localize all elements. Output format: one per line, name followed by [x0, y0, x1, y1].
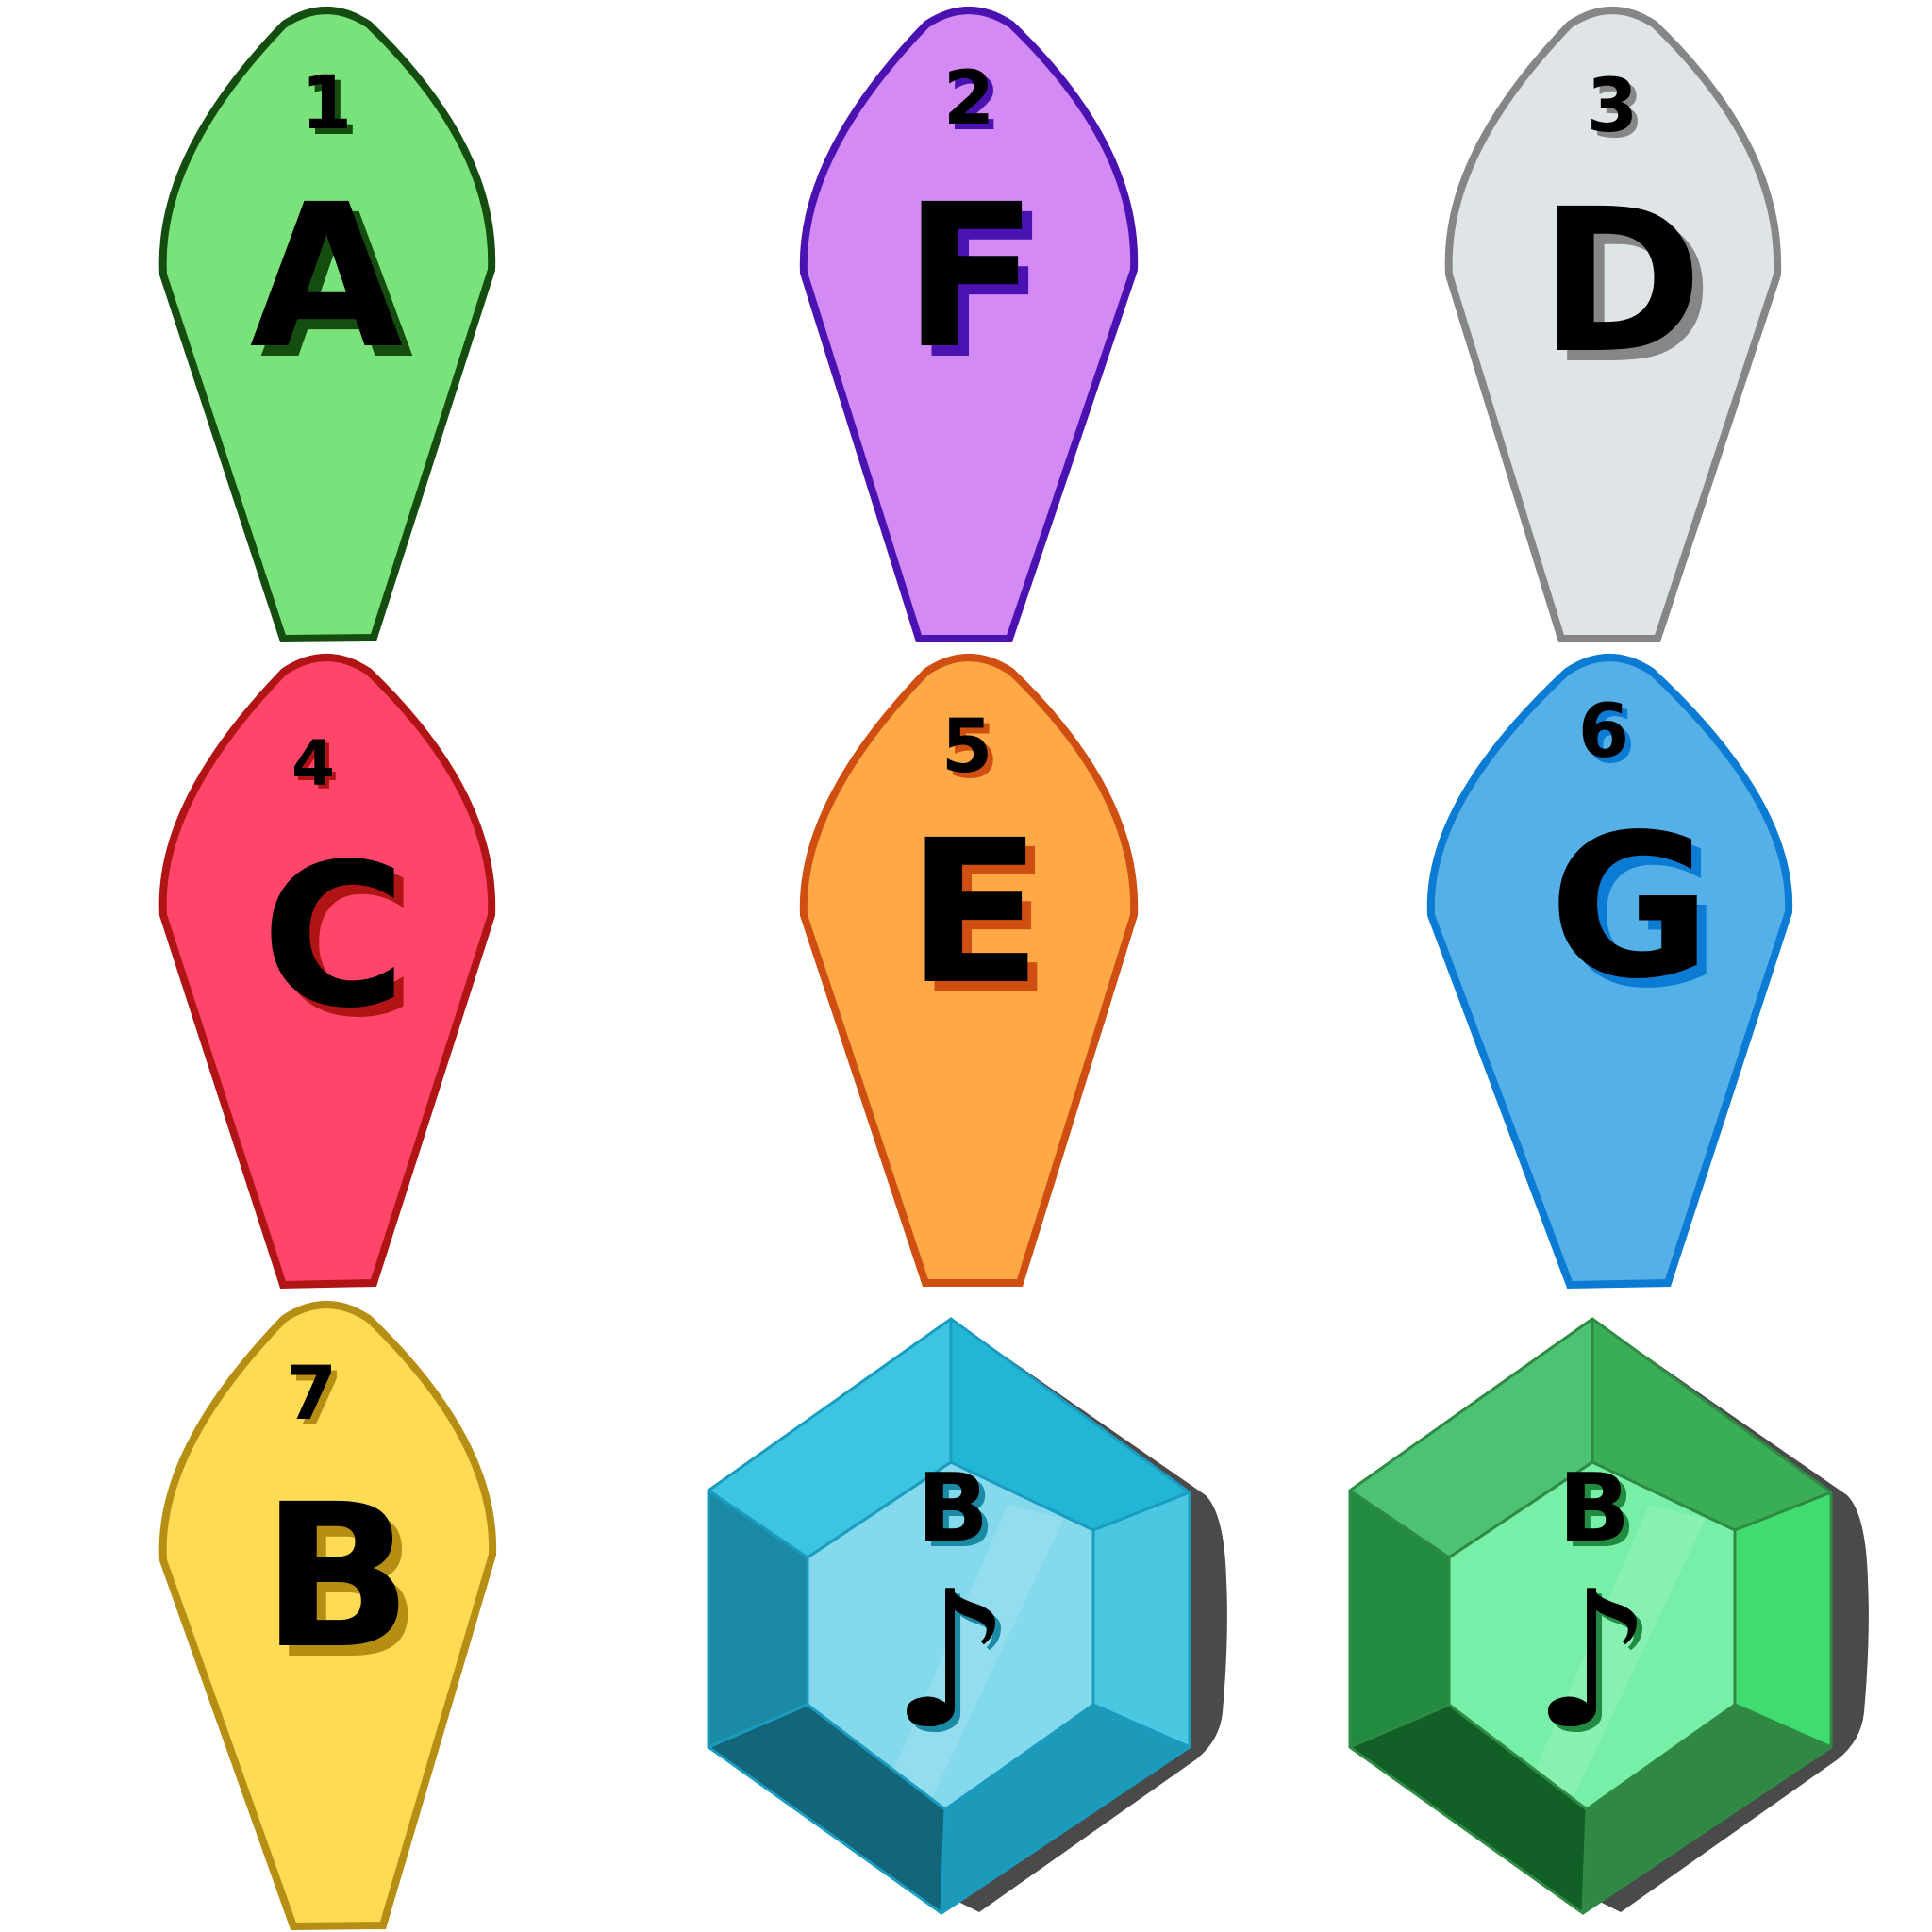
pendant-number-shadow: 3 [1592, 70, 1643, 155]
pendant-tile-7[interactable]: 7 7 B B [158, 1301, 497, 1931]
pendant-shape [158, 1301, 497, 1931]
pendant-note-shadow: A [260, 172, 414, 403]
gem-note-shadow: B [1564, 1458, 1636, 1569]
pendant-tile-4[interactable]: 4 4 C C [158, 654, 496, 1290]
gem-note-shadow: B [923, 1458, 994, 1569]
pendant-shape [158, 654, 496, 1290]
pendant-note-letter: B [261, 1461, 412, 1692]
pendant-number-shadow: 7 [291, 1357, 342, 1442]
pendant-note-letter: E [907, 797, 1041, 1028]
pendant-note-shadow: D [1549, 176, 1713, 408]
gem-highlight [1536, 1505, 1706, 1797]
pendant-note-shadow: B [271, 1472, 422, 1703]
pendant-note-shadow: G [1558, 801, 1721, 1032]
pendant-number: 2 [943, 57, 994, 142]
pendant-note-letter: F [903, 161, 1038, 392]
pendant-note-letter: A [250, 161, 404, 392]
pendant-tile-5[interactable]: 5 5 E E [799, 654, 1139, 1287]
pendant-number-shadow: 4 [295, 731, 339, 804]
pendant-tile-2[interactable]: 2 2 F F [799, 7, 1139, 642]
pendant-shape [1426, 654, 1793, 1290]
gem-center-facet [1447, 1460, 1737, 1811]
pendant-note-letter: G [1549, 791, 1711, 1023]
pendant-number: 7 [286, 1352, 337, 1437]
pendant-tile-3[interactable]: 3 3 D D [1444, 7, 1782, 642]
pendant-note-letter: C [261, 821, 407, 1052]
gem-tile-1[interactable]: B B ♪ ♪ [707, 1317, 1227, 1915]
gem-music-note-shadow: ♪ [896, 1557, 1017, 1776]
pendant-shape [799, 654, 1139, 1287]
gem-highlight [894, 1505, 1064, 1797]
pendant-tile-6[interactable]: 6 6 G G [1426, 654, 1793, 1290]
pendant-shape [799, 7, 1139, 642]
pendant-shape [158, 7, 496, 643]
pendant-number: 4 [291, 727, 335, 800]
pendant-number-shadow: 6 [1584, 695, 1635, 780]
gem-note-letter: B [917, 1453, 989, 1563]
gem-center-facet [806, 1460, 1095, 1811]
pendant-note-letter: D [1539, 166, 1703, 397]
gem-facet [1091, 1491, 1191, 1749]
gem-note-letter: B [1558, 1453, 1630, 1563]
pendant-number-shadow: 2 [949, 62, 1000, 147]
gem-facet [1733, 1491, 1833, 1749]
pendant-number: 6 [1578, 690, 1629, 774]
pendant-number: 3 [1587, 64, 1638, 149]
eighth-note-icon: ♪ [891, 1551, 1011, 1771]
pendant-note-shadow: E [916, 807, 1051, 1038]
gem-music-note-shadow: ♪ [1538, 1557, 1658, 1776]
gem-tile-2[interactable]: B B ♪ ♪ [1348, 1317, 1869, 1915]
pendant-number-shadow: 5 [947, 710, 998, 795]
pendant-note-shadow: C [271, 830, 416, 1061]
pendant-tile-1[interactable]: 1 1 A A [158, 7, 496, 643]
pendant-note-shadow: F [913, 172, 1048, 403]
eighth-note-icon: ♪ [1532, 1551, 1653, 1771]
pendant-number-shadow: 1 [307, 67, 358, 152]
pendant-number: 1 [301, 61, 352, 146]
pendant-shape [1444, 7, 1782, 642]
pendant-number: 5 [941, 705, 992, 790]
